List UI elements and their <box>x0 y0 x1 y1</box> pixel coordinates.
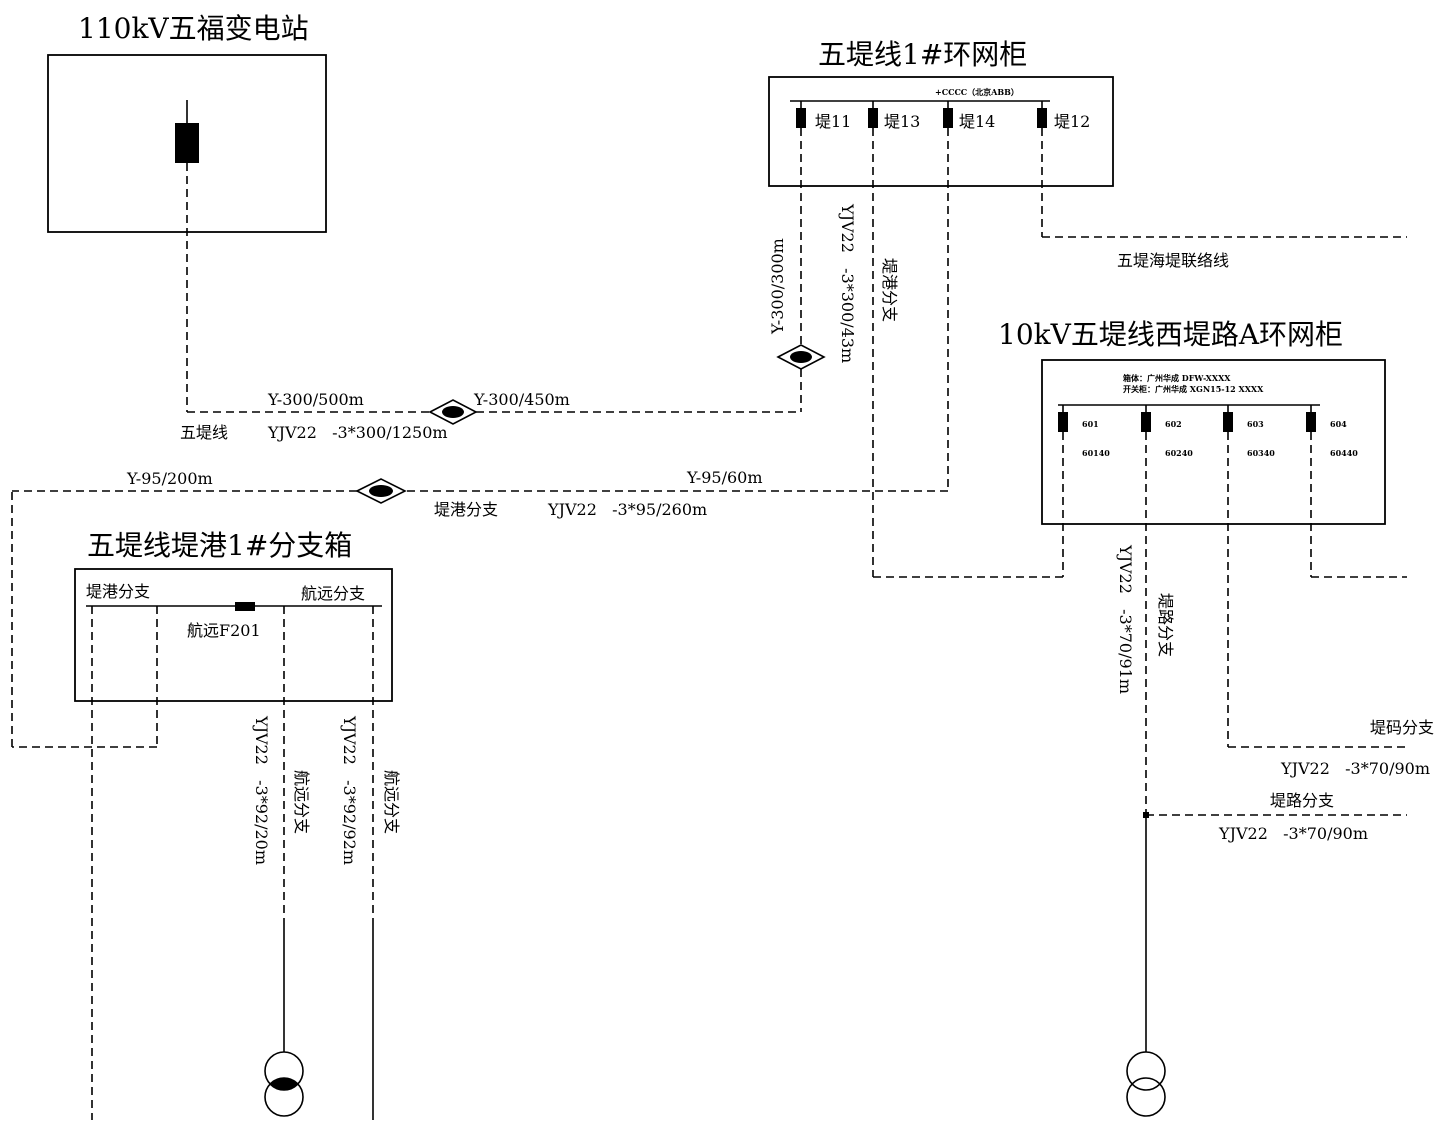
branch-left-label: 堤港分支 <box>86 582 150 601</box>
ring-unit-a-info1: 箱体：广州华成 DFW-XXXX <box>1123 373 1231 383</box>
label-wudi-seg1: Y-300/500m <box>267 390 364 409</box>
switch-label-604: 604 <box>1330 419 1347 429</box>
label-dilu-spec: YJV22 -3*70/90m <box>1218 824 1368 843</box>
label-dilu-name: 堤路分支 <box>1270 791 1334 810</box>
label-digang-spec: YJV22 -3*95/260m <box>547 500 707 519</box>
switch-icon <box>1141 412 1151 432</box>
label-digang-name: 堤港分支 <box>434 500 498 519</box>
cable-joint-icon <box>428 399 478 425</box>
switch-icon <box>868 108 878 128</box>
title-ring-unit-a: 10kV五堤线西堤路A环网柜 <box>998 318 1343 351</box>
label-dilu-vert-spec: YJV22 -3*70/91m <box>1116 544 1135 694</box>
label-wudi-name: 五堤线 <box>180 423 228 442</box>
label-dima-name: 堤码分支 <box>1370 718 1434 737</box>
switch-id-60240: 60240 <box>1165 448 1193 458</box>
switch-icon <box>1223 412 1233 432</box>
title-ring-unit-1: 五堤线1#环网柜 <box>818 38 1027 71</box>
branch-switch-label: 航远F201 <box>187 621 261 640</box>
label-digang-seg2: Y-95/60m <box>686 468 763 487</box>
switch-label-di11: 堤11 <box>815 112 851 131</box>
switch-label-di14: 堤14 <box>959 112 995 131</box>
breaker-icon <box>175 123 199 163</box>
cable-joint-icon <box>355 478 407 504</box>
branch-box <box>74 568 393 702</box>
switch-id-60140: 60140 <box>1082 448 1110 458</box>
label-haidi-link: 五堤海堤联络线 <box>1117 251 1229 270</box>
label-vert-spec: YJV22 -3*300/43m <box>838 203 857 363</box>
switch-icon <box>1058 412 1068 432</box>
title-branch-box: 五堤线堤港1#分支箱 <box>87 529 352 562</box>
switch-label-602: 602 <box>1165 419 1182 429</box>
label-hangyuan-spec2: YJV22 -3*92/92m <box>340 715 359 865</box>
label-digang-seg1: Y-95/200m <box>126 469 213 488</box>
switch-id-60340: 60340 <box>1247 448 1275 458</box>
cable-joint-icon <box>776 344 826 370</box>
label-hangyuan-name1: 航远分支 <box>292 770 311 834</box>
label-vert-seg: Y-300/300m <box>768 238 787 335</box>
label-digang-vert: 堤港分支 <box>880 258 899 322</box>
label-dilu-vert-name: 堤路分支 <box>1156 593 1175 657</box>
title-wufu-substation: 110kV五福变电站 <box>78 12 309 45</box>
branch-right-label: 航远分支 <box>301 584 365 603</box>
transformer-icon <box>264 1051 304 1117</box>
label-wudi-seg2: Y-300/450m <box>473 390 570 409</box>
switch-icon <box>796 108 806 128</box>
label-dima-spec: YJV22 -3*70/90m <box>1280 759 1430 778</box>
switch-label-601: 601 <box>1082 419 1099 429</box>
label-wudi-spec: YJV22 -3*300/1250m <box>267 423 448 442</box>
switch-icon <box>943 108 953 128</box>
switch-icon <box>1306 412 1316 432</box>
switch-label-di13: 堤13 <box>884 112 920 131</box>
ring-unit-1-box <box>768 76 1114 187</box>
ring-unit-a-info2: 开关柜：广州华成 XGN15-12 XXXX <box>1123 384 1264 394</box>
switch-label-di12: 堤12 <box>1054 112 1090 131</box>
fuse-icon <box>235 602 255 611</box>
ring-unit-a-box <box>1041 359 1386 525</box>
label-hangyuan-name2: 航远分支 <box>382 770 401 834</box>
transformer-icon <box>1126 1051 1166 1117</box>
ring-unit-1-header: +CCCC（北京ABB） <box>935 87 1019 97</box>
label-hangyuan-spec1: YJV22 -3*92/20m <box>252 715 271 865</box>
switch-label-603: 603 <box>1247 419 1264 429</box>
switch-icon <box>1037 108 1047 128</box>
switch-id-60440: 60440 <box>1330 448 1358 458</box>
